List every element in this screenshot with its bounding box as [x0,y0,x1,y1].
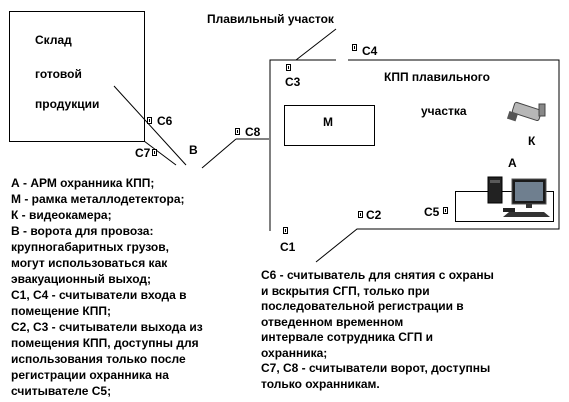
warehouse-outline [9,11,145,142]
legend-left-line: С1, С4 - считыватели входа в [11,288,187,302]
legend-right-line: С7, С8 - считыватели ворот, доступны [261,361,491,375]
kpp-outline [269,59,336,231]
reader-c6-icon [147,117,152,124]
legend-left-line: К - видеокамера; [11,208,112,222]
reader-c4-icon [352,44,357,51]
c7-label: С7 [135,146,151,160]
legend-left-line: А - АРМ охранника КПП; [11,176,155,190]
legend-left-line: использования только после [11,352,186,366]
melting-area-leader [295,28,337,61]
legend-right-line: отведенном временном [261,314,404,329]
gate-label: В [189,143,198,157]
legend-left-line: могут использоваться как [11,256,168,270]
legend-right-line: последовательной регистрации в [261,299,464,313]
legend-left-line: В - ворота для провоза: [11,224,154,238]
legend-right: С6 - считыватель для снятия с охраны и в… [261,268,494,392]
kpp-outline-right [315,59,560,263]
legend-left-line: эвакуационный выход; [11,272,152,286]
legend-left-line: считывателе С5; [11,384,112,398]
warehouse-label-3: продукции [35,97,100,111]
legend-right-line: С6 - считыватель для снятия с охраны [261,268,494,282]
c1-label: С1 [280,240,296,254]
arm-label: А [508,156,517,170]
reader-c1-icon [283,227,288,234]
legend-right-line: только охранникам. [261,376,380,391]
legend-left-line: регистрации охранника на [11,368,169,382]
legend-left-line: крупногабаритных грузов, [11,240,169,254]
legend-right-line: и вскрытия СГП, только при [261,283,430,298]
c6-label: С6 [157,114,173,128]
camera-icon [506,101,546,122]
kpp-title-2: участка [421,104,467,118]
camera-label: К [528,134,536,148]
computer-workstation-icon [487,176,550,217]
legend-right-line: интервале сотрудника СГП и [261,330,434,344]
melting-area-title: Плавильный участок [207,12,334,26]
c4-label: С4 [362,44,378,58]
metal-detector-box [284,105,375,146]
legend-right-line: охранника; [261,345,328,360]
c5-label: С5 [424,205,440,219]
legend-left-line: помещения КПП, доступны для [11,336,199,350]
c8-label: С8 [245,125,261,139]
reader-c5-icon [443,207,448,214]
reader-c7-icon [152,149,157,156]
warehouse-gate-diagonal [113,85,187,166]
kpp-title-1: КПП плавильного [384,70,490,84]
warehouse-label-1: Склад [35,33,72,47]
warehouse-label-2: готовой [35,67,82,81]
reader-c8-icon [235,128,240,135]
gate-line-right [201,138,237,169]
gate-line-left [143,140,177,166]
legend-left: А - АРМ охранника КПП; М - рамка металло… [11,175,203,399]
reader-c2-icon [358,211,363,218]
legend-left-line: С2, С3 - считыватели выхода из [11,320,203,334]
c2-label: С2 [366,208,382,222]
metal-detector-label: М [323,115,333,129]
c3-label: С3 [285,75,301,89]
legend-left-line: помещение КПП; [11,304,111,318]
reader-c3-icon [286,64,291,71]
legend-left-line: М - рамка металлодетектора; [11,192,185,206]
